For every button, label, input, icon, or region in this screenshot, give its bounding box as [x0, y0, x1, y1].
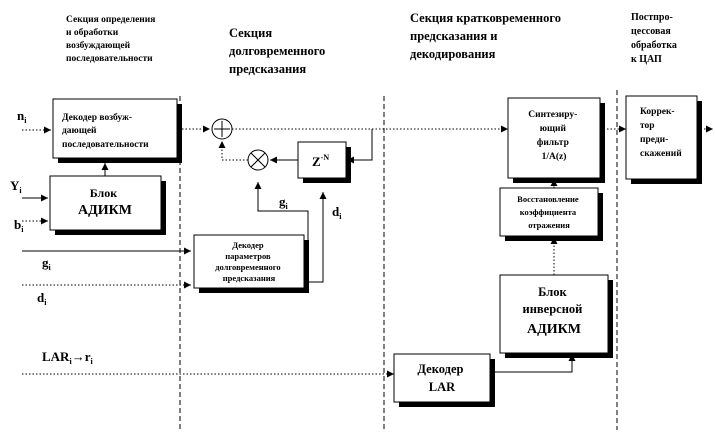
excitation-decoder-block — [52, 98, 178, 159]
input-label-g: gi — [42, 255, 52, 272]
adpcm-block — [49, 175, 162, 231]
delay-block — [297, 141, 347, 179]
section-header-long-term: Секция долговременного предсказания — [229, 26, 328, 76]
signal-label-g: gi — [279, 194, 289, 211]
inverse-adpcm-block — [499, 274, 609, 354]
synthesis-filter-block — [507, 97, 601, 179]
inverse-adpcm-label: Блок инверсной АДИКМ — [523, 285, 586, 337]
synthesis-filter-label: Синтезиру- ющий фильтр 1/A(z) — [528, 110, 579, 162]
input-label-n: ni — [17, 108, 27, 125]
multiplier-x-2 — [250, 152, 266, 168]
lar-to-inverse-adpcm-line — [490, 354, 576, 373]
signal-label-d: di — [332, 204, 342, 221]
ltp-decoder-label: Декодер параметров долговременного предс… — [215, 240, 283, 283]
d-to-delay-line — [304, 192, 327, 283]
section-header-excitation: Секция определения и обработки возбуждаю… — [66, 15, 158, 64]
input-label-b: bi — [14, 217, 24, 234]
corrector-label: Коррек- тор преди- скажений — [640, 107, 682, 159]
ltp-decoder-block — [193, 234, 305, 289]
corrector-block — [625, 95, 698, 180]
reflection-restore-block — [499, 187, 599, 237]
lar-decoder-label: Декодер LAR — [417, 362, 466, 394]
delay-label: Z-N — [312, 153, 329, 169]
lar-decoder-block — [393, 353, 491, 403]
reflection-restore-label: Восстановление коэффициента отражения — [517, 194, 581, 230]
excitation-decoder-label: Декодер возбуж- дающей последовательност… — [62, 112, 149, 150]
input-label-lar: LARi→ri — [42, 349, 93, 366]
input-label-d: di — [37, 290, 47, 307]
section-header-short-term: Секция кратковременного предсказания и д… — [410, 11, 564, 61]
adpcm-label: Блок АДИКМ — [78, 186, 132, 218]
input-label-y: Yi — [10, 178, 22, 195]
section-header-postprocess: Постпро- цессовая обработка к ЦАП — [631, 12, 679, 65]
multiplier-to-adder-line — [218, 141, 248, 161]
feedback-line — [347, 129, 373, 164]
g-to-multiplier-line — [254, 182, 309, 247]
